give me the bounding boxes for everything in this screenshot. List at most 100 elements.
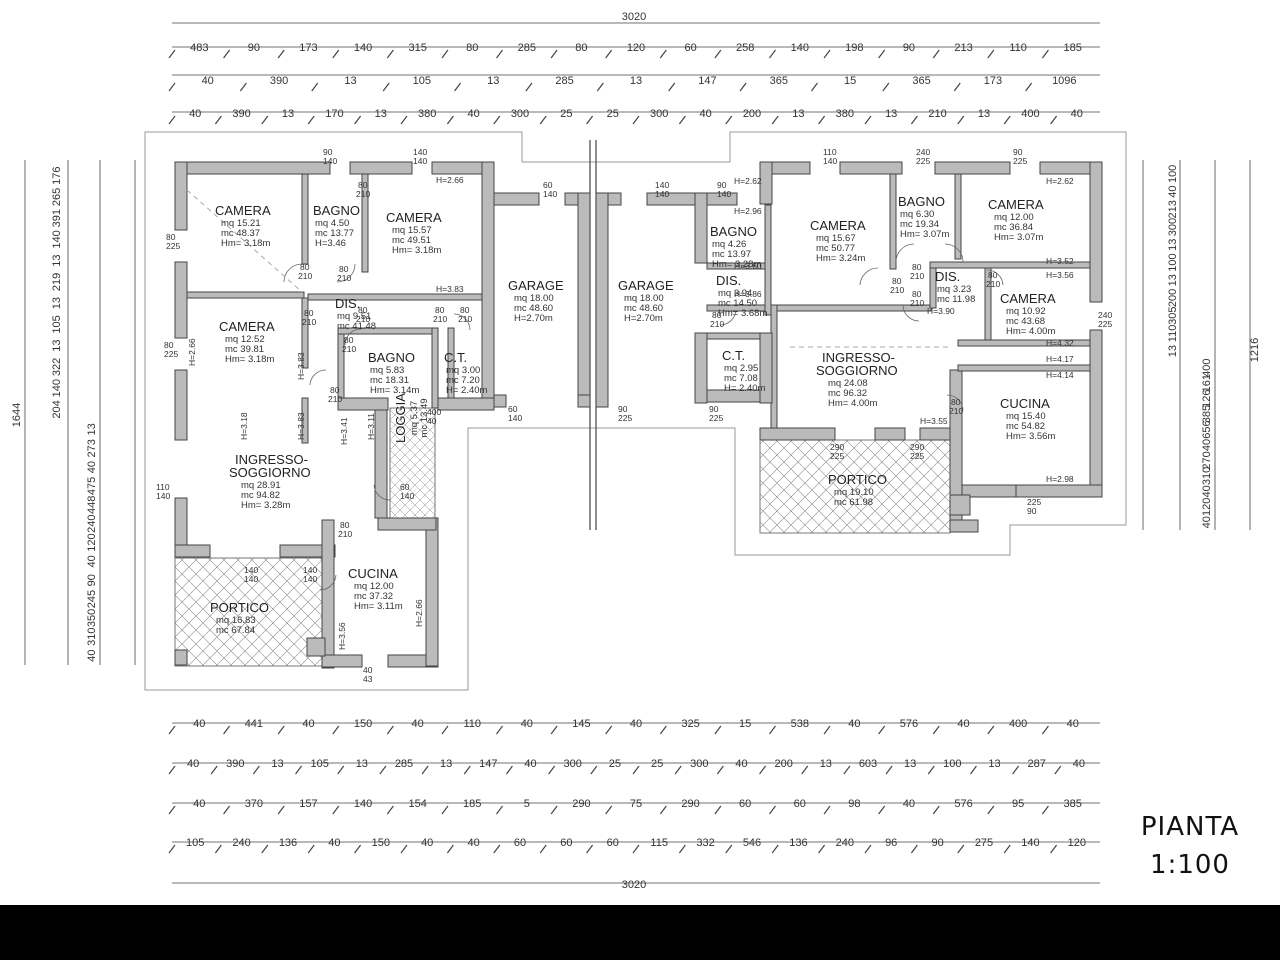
dim-left-col2: 350 bbox=[86, 609, 98, 627]
dim-bottom-row1: 40 bbox=[302, 718, 314, 730]
room-name: CUCINA bbox=[348, 566, 398, 581]
opening-height: 140 bbox=[156, 491, 170, 501]
dimension-tick bbox=[441, 725, 449, 735]
room-volume: mc 7.08 bbox=[724, 373, 758, 384]
height-marker: H=2.62 bbox=[1046, 176, 1074, 186]
dim-bottom-row3: 185 bbox=[463, 798, 481, 810]
dimension-tick bbox=[1012, 765, 1020, 775]
dimension-tick bbox=[910, 115, 918, 125]
opening-width: 290 bbox=[910, 442, 924, 452]
dimension-tick bbox=[1041, 49, 1049, 59]
dim-top-row3: 25 bbox=[560, 108, 572, 120]
dimension-tick bbox=[932, 49, 940, 59]
dimension-tick bbox=[400, 844, 408, 854]
dim-bottom-row2: 13 bbox=[904, 758, 916, 770]
dim-top-row1: 120 bbox=[627, 42, 645, 54]
room-volume: mc 14.50 bbox=[718, 298, 757, 309]
room-area: mq 18.00 bbox=[624, 293, 664, 304]
dim-bottom-row2: 390 bbox=[226, 758, 244, 770]
dim-top-row3: 40 bbox=[189, 108, 201, 120]
opening-height: 140 bbox=[413, 156, 427, 166]
height-marker: H=3.52 bbox=[1046, 256, 1074, 266]
door-width: 80 bbox=[460, 305, 470, 315]
room-area: mq 18.00 bbox=[514, 293, 554, 304]
dim-right-col1: 13 bbox=[1167, 274, 1179, 286]
dim-bottom-row4: 240 bbox=[232, 837, 250, 849]
opening-height: 225 bbox=[916, 156, 930, 166]
height-marker: H=2.62 bbox=[734, 176, 762, 186]
dim-bottom-row1: 40 bbox=[412, 718, 424, 730]
dim-bottom-row4: 115 bbox=[650, 837, 668, 849]
dimension-tick bbox=[223, 805, 231, 815]
dimension-tick bbox=[1054, 765, 1062, 775]
room-area: mq 19.10 bbox=[834, 487, 874, 498]
dimension-tick bbox=[632, 765, 640, 775]
dim-left-col2: 40 bbox=[86, 461, 98, 473]
dim-bottom-row3: 370 bbox=[245, 798, 263, 810]
dim-top-row3: 13 bbox=[978, 108, 990, 120]
dimension-tick bbox=[864, 115, 872, 125]
door-height: 210 bbox=[890, 285, 904, 295]
dim-bottom-row2: 25 bbox=[609, 758, 621, 770]
dimension-tick bbox=[307, 844, 315, 854]
opening-width: 80 bbox=[166, 232, 176, 242]
dim-left-col1: 322 bbox=[51, 358, 63, 376]
opening-height: 225 bbox=[910, 451, 924, 461]
dimension-tick bbox=[261, 844, 269, 854]
dimension-tick bbox=[496, 805, 504, 815]
dimension-tick bbox=[759, 765, 767, 775]
dim-bottom-row3: 154 bbox=[408, 798, 426, 810]
dimension-tick bbox=[882, 82, 890, 92]
door-width: 80 bbox=[330, 385, 340, 395]
dim-bottom-row3: 385 bbox=[1064, 798, 1082, 810]
dim-bottom-row1: 40 bbox=[630, 718, 642, 730]
room-height: Hm= 3.28m bbox=[712, 259, 761, 270]
height-marker: H=3.90 bbox=[927, 306, 955, 316]
opening-height: 140 bbox=[543, 189, 557, 199]
dim-bottom-row2: 285 bbox=[395, 758, 413, 770]
dim-left-col2: 120 bbox=[86, 533, 98, 551]
room-name: CAMERA bbox=[1000, 291, 1056, 306]
dim-top-row3: 13 bbox=[375, 108, 387, 120]
door-labels: 8021080210802108021080210802108021080210… bbox=[298, 180, 1000, 539]
dim-top-row1: 213 bbox=[954, 42, 972, 54]
dimension-tick bbox=[550, 49, 558, 59]
room-area: mq 9.51 bbox=[337, 311, 371, 322]
dimension-tick bbox=[386, 805, 394, 815]
dimension-tick bbox=[307, 115, 315, 125]
dim-left-col1: 13 bbox=[51, 297, 63, 309]
dim-bottom-row4: 240 bbox=[836, 837, 854, 849]
room-volume: mc 37.32 bbox=[354, 591, 393, 602]
height-marker: H=4.17 bbox=[1046, 354, 1074, 364]
dim-bottom-row3: 60 bbox=[739, 798, 751, 810]
dim-left-col1: 219 bbox=[51, 273, 63, 291]
dim-top-row1: 90 bbox=[903, 42, 915, 54]
dimension-tick bbox=[725, 844, 733, 854]
height-marker: H=3.41 bbox=[339, 417, 349, 445]
dim-top-row1: 90 bbox=[248, 42, 260, 54]
dim-top-row1: 60 bbox=[684, 42, 696, 54]
dim-bottom-row4: 120 bbox=[1068, 837, 1086, 849]
dimension-tick bbox=[400, 115, 408, 125]
room-height: Hm= 3.07m bbox=[994, 232, 1043, 243]
dim-left-col1: 176 bbox=[51, 166, 63, 184]
room-name: BAGNO bbox=[898, 194, 945, 209]
dim-bottom-row4: 105 bbox=[186, 837, 204, 849]
dim-top-row3: 400 bbox=[1021, 108, 1039, 120]
opening-width: 110 bbox=[156, 482, 170, 492]
dimension-tick bbox=[885, 765, 893, 775]
dim-left-col2: 273 bbox=[86, 439, 98, 457]
room-height: Hm= 3.14m bbox=[370, 385, 419, 396]
room-area: mq 12.52 bbox=[225, 334, 265, 345]
dim-left-col2: 90 bbox=[86, 574, 98, 586]
opening-height: 225 bbox=[709, 413, 723, 423]
dim-bottom-row4: 136 bbox=[279, 837, 297, 849]
dimension-tick bbox=[823, 805, 831, 815]
dim-bottom-row3: 60 bbox=[794, 798, 806, 810]
dim-left-col1: 265 bbox=[51, 188, 63, 206]
room-volume: mc 61.98 bbox=[834, 497, 873, 508]
dim-top-row2: 13 bbox=[630, 75, 642, 87]
dim-bottom-row1: 40 bbox=[848, 718, 860, 730]
room-name: LOGGIA bbox=[393, 393, 408, 443]
dimension-tick bbox=[332, 49, 340, 59]
